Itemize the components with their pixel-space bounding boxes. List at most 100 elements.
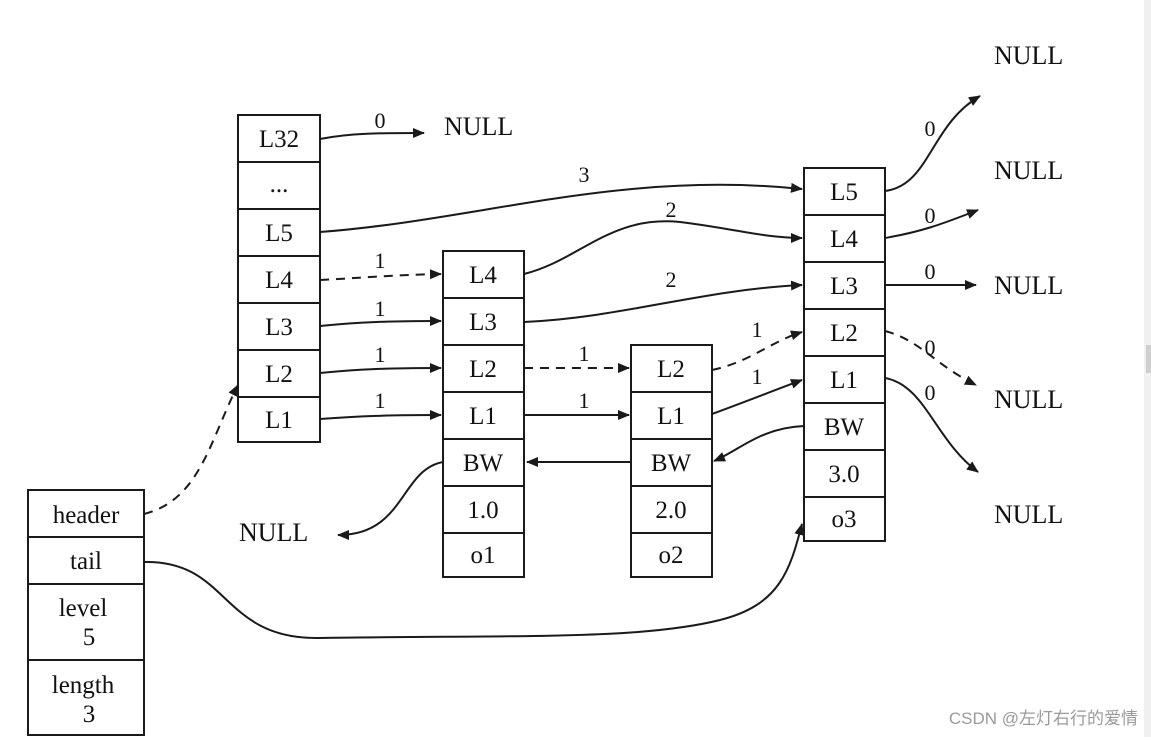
struct-cell-tail [27, 536, 145, 585]
header-cell-ellipsis [237, 161, 321, 210]
span-label-o2-l1: 1 [752, 364, 763, 389]
link-header-l1-o1 [319, 410, 442, 421]
span-label-o1-l4: 2 [666, 197, 677, 222]
header-label-l5: L5 [265, 220, 293, 247]
link-o3-l5-null [884, 95, 981, 192]
o2-cell-l1 [630, 391, 713, 440]
o2-label-bw: BW [651, 450, 692, 477]
span-label-o1-l3: 2 [666, 267, 677, 292]
null-label-l3: NULL [994, 271, 1063, 300]
span-label-o1-l2: 1 [579, 341, 590, 366]
o3-cell-l1 [803, 355, 886, 404]
o3-label-l2: L2 [830, 320, 858, 347]
link-struct-tail [143, 523, 805, 640]
o3-label-l1: L1 [830, 367, 858, 394]
link-o3-l1-null [884, 377, 979, 473]
span-label-header-l2: 1 [375, 342, 386, 367]
null-label-l2: NULL [994, 385, 1063, 414]
span-label-o2-l2: 1 [752, 317, 763, 342]
o1-label-l2: L2 [469, 356, 497, 383]
o1-label-bw: BW [463, 450, 504, 477]
null-label-l4: NULL [994, 156, 1063, 185]
o2-cell-score [630, 485, 713, 534]
o1-label-score: 1.0 [467, 497, 498, 524]
o1-label-obj: o1 [471, 542, 496, 569]
link-o3-l4-null [884, 209, 979, 239]
watermark-text: CSDN @左灯右行的爱情 [949, 709, 1138, 728]
span-label-header-l32: 0 [375, 108, 386, 133]
o3-label-score: 3.0 [828, 461, 859, 488]
null-label-header-l32: NULL [444, 112, 513, 141]
o1-cell-score [442, 485, 525, 534]
header-label-l2: L2 [265, 361, 293, 388]
o3-label-l5: L5 [830, 179, 858, 206]
node-o2: L2 L1 BW 2.0 o2 [630, 344, 713, 578]
struct-label-tail: tail [70, 548, 102, 575]
struct-cell-length [27, 659, 145, 736]
o2-label-obj: o2 [659, 542, 684, 569]
struct-cell-header [27, 489, 145, 538]
span-label-header-l3: 1 [375, 296, 386, 321]
span-label-o3-l1: 0 [925, 380, 936, 405]
span-label-o3-l5: 0 [925, 116, 936, 141]
span-label-header-l1: 1 [375, 388, 386, 413]
header-node: L32 ... L5 L4 L3 L2 L1 [237, 114, 321, 443]
o2-cell-l2 [630, 344, 713, 393]
struct-label-level: level [59, 595, 108, 622]
o3-cell-l4 [803, 214, 886, 263]
o1-cell-l1 [442, 391, 525, 440]
span-label-o3-l2: 0 [925, 335, 936, 360]
span-label-o3-l4: 0 [925, 203, 936, 228]
link-header-l5-o3 [319, 182, 803, 233]
link-o1-bw-null [337, 461, 444, 540]
o3-cell-score [803, 449, 886, 498]
link-header-l2-o1 [319, 363, 442, 374]
o1-label-l4: L4 [469, 262, 497, 289]
o3-label-bw: BW [824, 414, 865, 441]
struct-cell-level [27, 583, 145, 661]
o2-label-l2: L2 [657, 356, 685, 383]
link-o2-l1-o3 [711, 379, 803, 415]
o3-cell-obj [803, 496, 886, 542]
o2-label-score: 2.0 [655, 497, 686, 524]
o2-cell-obj [630, 532, 713, 578]
span-label-header-l4: 1 [375, 248, 386, 273]
node-o3: L5 L4 L3 L2 L1 BW 3.0 o3 [803, 167, 886, 542]
o1-cell-l3 [442, 297, 525, 346]
header-label-l1: L1 [265, 407, 293, 434]
o3-label-obj: o3 [832, 506, 857, 533]
node-o1: L4 L3 L2 L1 BW 1.0 o1 [442, 250, 525, 578]
link-header-l4-o1 [319, 269, 442, 281]
o3-label-l4: L4 [830, 226, 858, 253]
header-label-ellipsis: ... [270, 171, 289, 198]
link-struct-header [143, 384, 239, 515]
o3-cell-l2 [803, 308, 886, 357]
header-label-l4: L4 [265, 267, 293, 294]
link-o3-l2-null [884, 330, 977, 386]
link-header-l3-o1 [319, 316, 442, 327]
struct-value-length: 3 [83, 701, 96, 728]
scrollbar-thumb[interactable] [1146, 345, 1151, 373]
link-o1-l4-o3 [523, 220, 803, 275]
null-label-l1: NULL [994, 500, 1063, 529]
header-label-l3: L3 [265, 314, 293, 341]
link-o2-l2-o3 [711, 330, 803, 371]
header-label-l32: L32 [259, 126, 299, 153]
o1-label-l1: L1 [469, 403, 497, 430]
list-struct: header tail level 5 length 3 [27, 489, 145, 736]
o1-cell-obj [442, 532, 525, 578]
link-header-l32-null [319, 128, 425, 140]
o3-cell-l5 [803, 167, 886, 216]
header-cell-l5 [237, 208, 321, 257]
o3-label-l3: L3 [830, 273, 858, 300]
o1-label-l3: L3 [469, 309, 497, 336]
struct-value-level: 5 [83, 624, 96, 651]
span-label-header-l5: 3 [579, 162, 590, 187]
null-label-backward: NULL [239, 518, 308, 547]
header-cell-l1 [237, 396, 321, 443]
struct-label-header: header [53, 502, 120, 529]
o2-cell-bw [630, 438, 713, 487]
span-label-o1-l1: 1 [579, 388, 590, 413]
